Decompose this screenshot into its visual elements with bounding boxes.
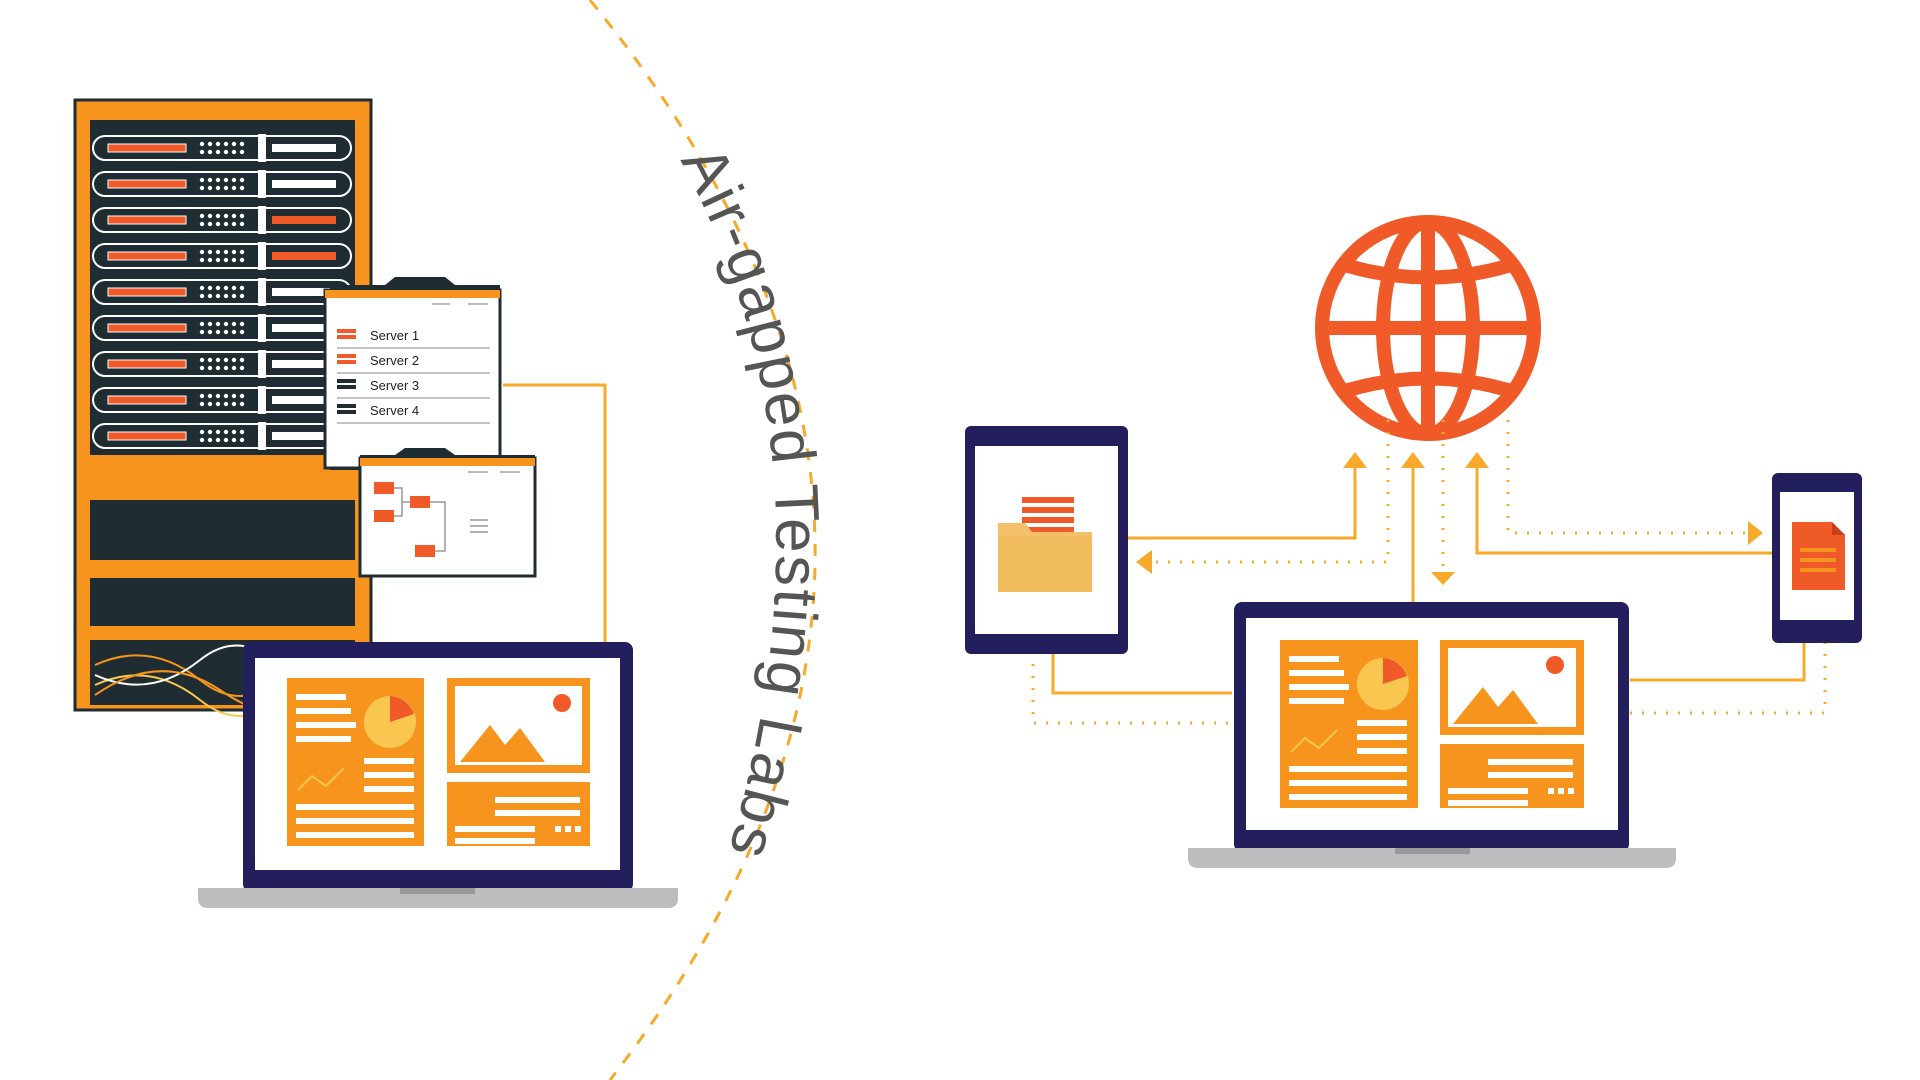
document-icon — [1792, 522, 1845, 590]
laptop-icon — [1188, 602, 1676, 868]
list-item-label: Server 3 — [370, 378, 419, 393]
server-icon — [337, 377, 359, 391]
list-item: Server 1 — [337, 327, 490, 349]
flowchart-window-icon — [358, 448, 537, 578]
laptop-icon — [198, 642, 678, 908]
globe-icon — [1315, 215, 1541, 441]
title-text: Air-gapped Testing Labs — [668, 135, 832, 868]
rack-unit — [92, 242, 352, 270]
smartphone-icon — [1772, 473, 1862, 643]
rack-unit — [92, 134, 352, 162]
list-item-label: Server 4 — [370, 403, 419, 418]
network-connectors — [1051, 455, 1806, 695]
rack-unit — [92, 422, 352, 450]
arrowheads — [1136, 452, 1763, 585]
list-item-label: Server 1 — [370, 328, 419, 343]
list-item: Server 4 — [337, 402, 490, 424]
rack-unit — [92, 206, 352, 234]
server-icon — [337, 402, 359, 416]
server-icon — [337, 327, 359, 341]
list-item-label: Server 2 — [370, 353, 419, 368]
server-list-window: Server 1 Server 2 Server 3 Server 4 — [323, 277, 502, 470]
connector-line — [503, 383, 607, 642]
list-item: Server 2 — [337, 352, 490, 374]
title-text-path: Air-gapped Testing Labs — [668, 135, 830, 868]
folder-icon — [998, 497, 1092, 592]
tablet-icon — [965, 426, 1128, 654]
server-icon — [337, 352, 359, 366]
separator-arc — [588, 0, 817, 1080]
network-dotted-connectors — [1031, 420, 1827, 725]
list-item: Server 3 — [337, 377, 490, 399]
rack-unit — [92, 170, 352, 198]
